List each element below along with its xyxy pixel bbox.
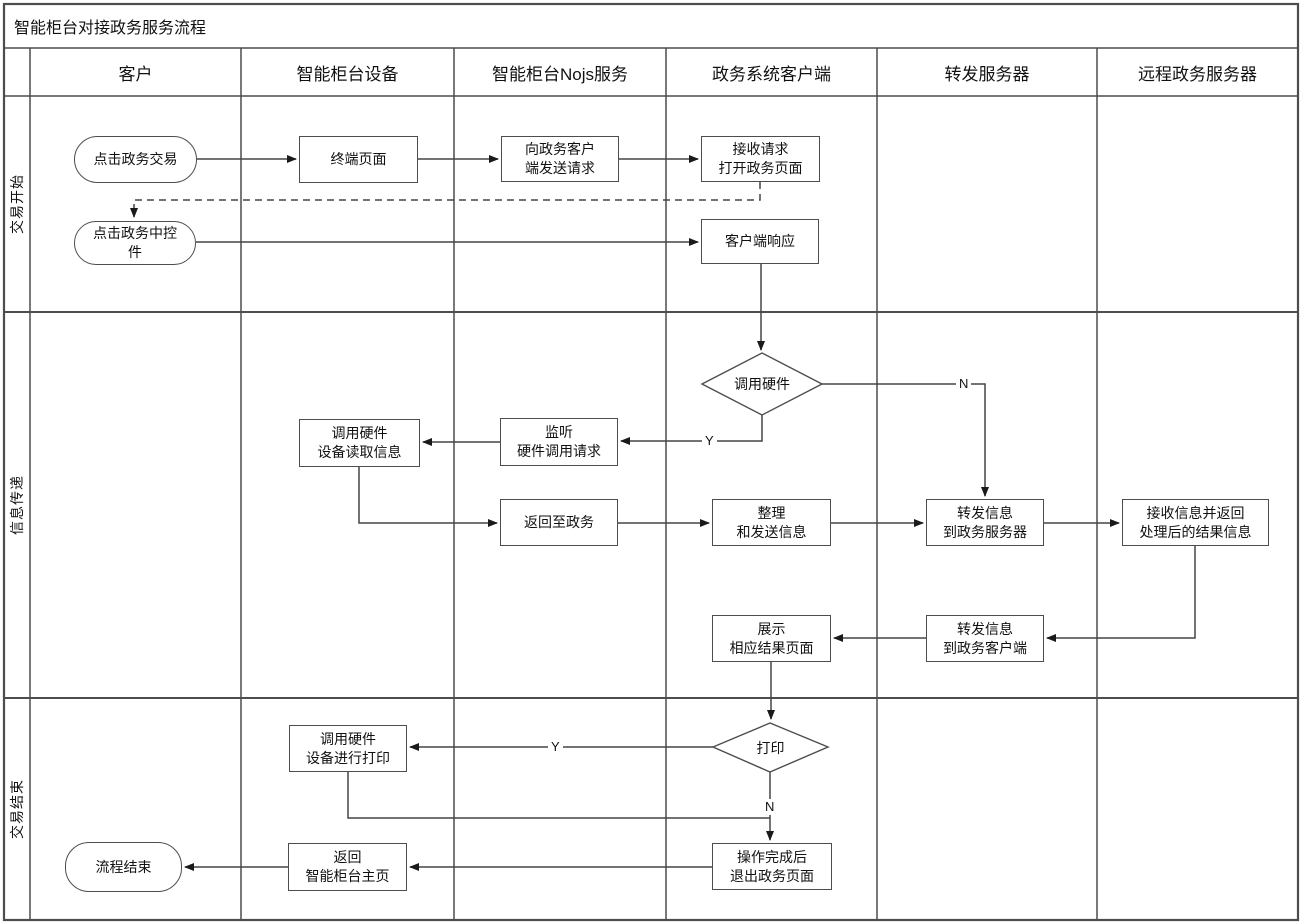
branch-label-print-no: N [762, 799, 778, 815]
node-organize-send-info: 整理 和发送信息 [712, 499, 831, 546]
node-forward-to-gov-server: 转发信息 到政务服务器 [926, 499, 1044, 546]
lane-header-gov-client: 政务系统客户端 [712, 64, 831, 84]
phase-transaction-start: 交易开始 [9, 174, 25, 234]
node-show-result-page: 展示 相应结果页面 [712, 615, 831, 662]
node-receive-request-open-page: 接收请求 打开政务页面 [701, 136, 820, 182]
decision-call-hardware-label: 调用硬件 [734, 376, 790, 392]
node-forward-to-gov-client: 转发信息 到政务客户端 [926, 615, 1044, 662]
phase-info-transfer: 信息传递 [9, 475, 25, 535]
node-return-to-gov: 返回至政务 [500, 499, 618, 546]
branch-label-hardware-no: N [956, 376, 972, 392]
decision-print-label: 打印 [756, 739, 785, 756]
branch-label-print-yes: Y [548, 739, 563, 755]
node-receive-and-return-result: 接收信息并返回 处理后的结果信息 [1122, 499, 1269, 546]
branch-label-hardware-yes: Y [702, 433, 717, 449]
node-terminal-page: 终端页面 [299, 136, 418, 183]
node-return-counter-home: 返回 智能柜台主页 [288, 843, 407, 891]
node-client-response: 客户端响应 [701, 219, 819, 264]
decision-call-hardware-shape [700, 352, 824, 416]
lane-header-remote-gov-server: 远程政务服务器 [1138, 64, 1257, 84]
decision-print-shape [711, 722, 830, 773]
node-click-gov-transaction: 点击政务交易 [74, 136, 197, 183]
node-exit-gov-page: 操作完成后 退出政务页面 [712, 843, 832, 890]
lane-header-forward-server: 转发服务器 [944, 64, 1030, 84]
node-call-hw-print: 调用硬件 设备进行打印 [289, 725, 407, 772]
node-click-gov-widget: 点击政务中控 件 [74, 221, 196, 265]
node-send-request-to-client: 向政务客户 端发送请求 [501, 136, 619, 182]
node-process-end: 流程结束 [65, 842, 182, 892]
node-call-hw-read-info: 调用硬件 设备读取信息 [299, 419, 420, 467]
node-listen-hardware-request: 监听 硬件调用请求 [500, 418, 618, 466]
lane-header-nojs-service: 智能柜台Nojs服务 [491, 64, 628, 84]
lane-header-counter-device: 智能柜台设备 [296, 64, 399, 84]
phase-transaction-end: 交易结束 [9, 779, 25, 839]
dashed-return-connector [130, 182, 761, 218]
diagram-title: 智能柜台对接政务服务流程 [14, 20, 207, 37]
lane-header-customer: 客户 [118, 64, 153, 84]
